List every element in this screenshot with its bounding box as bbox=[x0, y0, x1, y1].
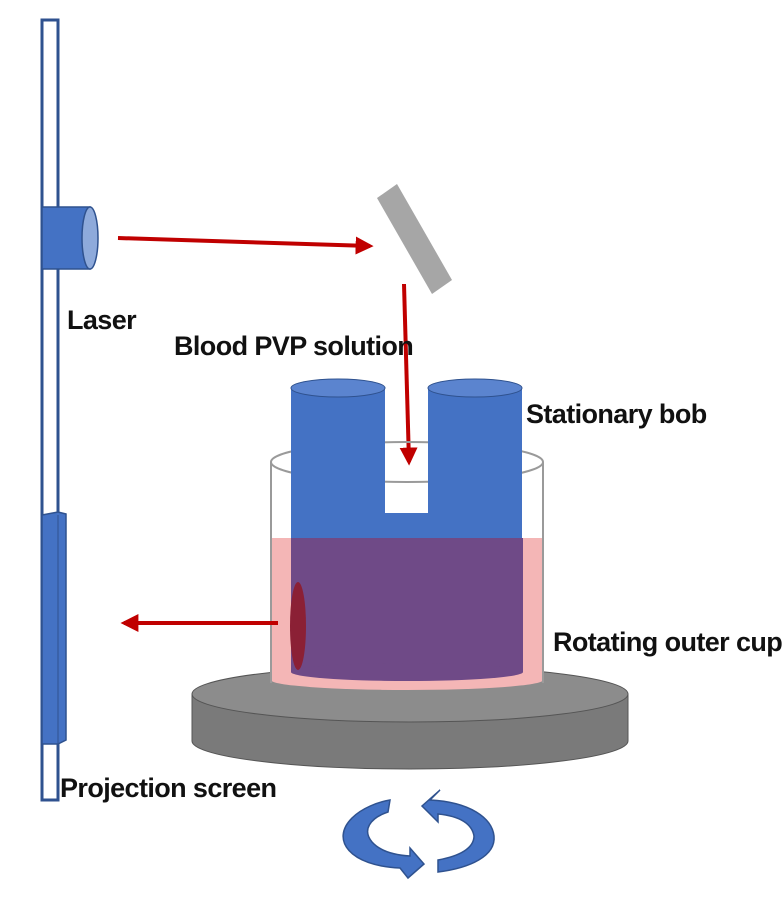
stationary-bob bbox=[290, 378, 523, 681]
label-rotating-outer-cup: Rotating outer cup bbox=[553, 627, 782, 657]
label-blood-pvp-solution: Blood PVP solution bbox=[174, 331, 413, 361]
mirror bbox=[377, 184, 452, 294]
label-laser: Laser bbox=[67, 305, 137, 335]
rotation-arrow-icon bbox=[342, 789, 495, 880]
laser-beam-vertical bbox=[399, 283, 418, 466]
label-projection-screen: Projection screen bbox=[60, 773, 276, 803]
label-stationary-bob: Stationary bob bbox=[526, 399, 707, 429]
laser-device bbox=[41, 206, 99, 270]
laser-beam-horizontal bbox=[117, 236, 374, 255]
projection-screen-panel bbox=[41, 511, 67, 745]
